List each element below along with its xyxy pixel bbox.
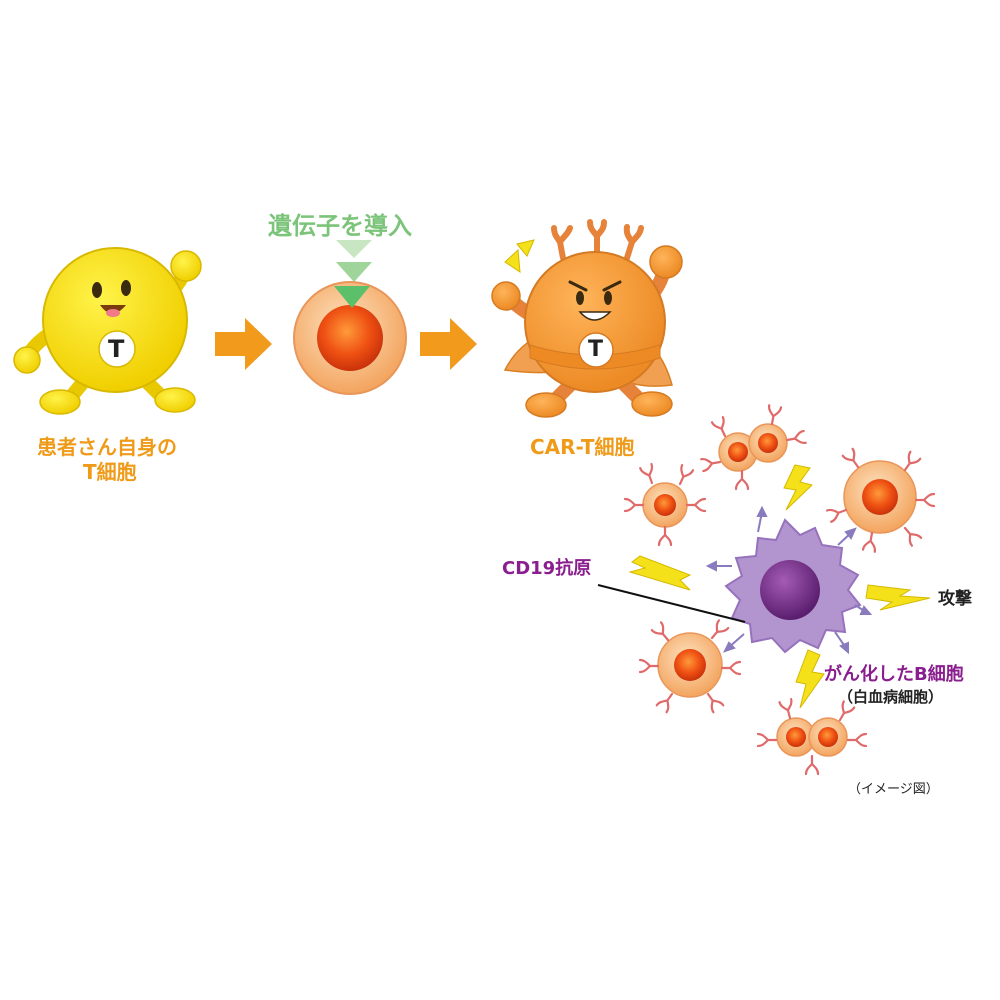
image-note-label: （イメージ図）: [848, 782, 939, 797]
car-t-cell-large-right: [825, 447, 936, 553]
patient-t-cell-mascot: [13, 247, 202, 415]
lightning-bolt-top: [783, 464, 813, 511]
cd19-antigen-label: CD19抗原: [502, 558, 592, 579]
patient-t-cell-label-line1: 患者さん自身の: [37, 435, 177, 459]
lightning-bolt-bottom: [795, 649, 825, 709]
cancer-b-cell-label: がん化したB細胞: [824, 664, 964, 685]
car-t-cell-label: CAR-T細胞: [530, 435, 635, 459]
car-t-cell-left-lower: [638, 619, 742, 714]
car-t-cell-dividing-top: [700, 404, 807, 491]
leukemia-cell-label: （白血病細胞）: [838, 688, 944, 706]
attack-label: 攻撃: [938, 589, 972, 609]
lightning-bolt-right: [865, 584, 931, 611]
car-t-cell-dividing-bottom: [756, 697, 868, 776]
lightning-bolts: [628, 464, 931, 709]
car-t-cell-small-1: [623, 462, 707, 547]
gene-transfer-cell: [293, 240, 407, 395]
t-badge-letter-orange: T: [588, 337, 604, 362]
cancer-b-cell: [705, 505, 873, 655]
process-arrow-2: [420, 318, 477, 370]
car-t-cell-mascot: [491, 219, 683, 418]
t-badge-letter-yellow: T: [108, 335, 125, 363]
patient-t-cell-label-line2: T細胞: [83, 460, 137, 484]
cd19-pointer-line: [597, 584, 746, 623]
lightning-bolt-left: [628, 555, 692, 591]
gene-transfer-label: 遺伝子を導入: [268, 212, 412, 240]
process-arrow-1: [215, 318, 272, 370]
